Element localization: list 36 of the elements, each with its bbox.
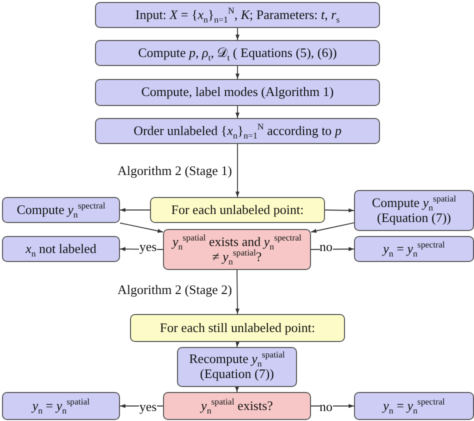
edge-label: Algorithm 2 (Stage 2)	[118, 283, 232, 298]
decision-box	[163, 392, 311, 420]
arrow	[235, 28, 240, 40]
node-text: For each still unlabeled point:	[160, 320, 316, 336]
arrow	[120, 222, 164, 233]
arrow	[234, 386, 240, 392]
loop-box	[150, 197, 325, 223]
edge-label: Algorithm 2 (Stage 1)	[118, 164, 232, 178]
decision-box	[163, 229, 311, 270]
process-box	[354, 392, 474, 420]
node-text: Order unlabeled {x$_{n}$}$_{n=1}$$^{N}$ according to p	[134, 124, 342, 138]
node-text: For each unlabeled point:	[171, 202, 304, 218]
arrow	[235, 106, 240, 118]
process-box	[95, 118, 380, 144]
process-box	[354, 236, 474, 262]
process-box	[2, 197, 120, 223]
node-text: Compute p, ρ$_{t}$, 𝒟$_{t}$ ( Equations (5), (6))	[138, 46, 337, 60]
process-box	[177, 347, 297, 387]
node-text: x$_{n}$ not labeled	[26, 242, 96, 256]
loop-box	[130, 314, 345, 342]
node-text: Compute, label modes (Algorithm 1)	[141, 85, 334, 100]
arrow	[235, 144, 240, 198]
arrow	[324, 208, 354, 212]
arrow	[236, 341, 240, 348]
process-box	[2, 236, 120, 262]
process-box	[95, 40, 380, 66]
process-box	[95, 79, 380, 106]
arrow	[235, 66, 240, 80]
arrow	[235, 270, 240, 314]
process-box	[2, 392, 120, 420]
process-box	[95, 2, 380, 28]
process-box	[354, 190, 474, 231]
arrow	[310, 222, 354, 233]
node-text: y$_{n}$$^{spatial}$ exists?	[201, 398, 273, 414]
arrow	[120, 208, 150, 212]
node-text: Input: X = {x$_{n}$}$_{n=1}$$^{N}$, K; Parameters: t, r$_{s}$	[135, 8, 340, 22]
